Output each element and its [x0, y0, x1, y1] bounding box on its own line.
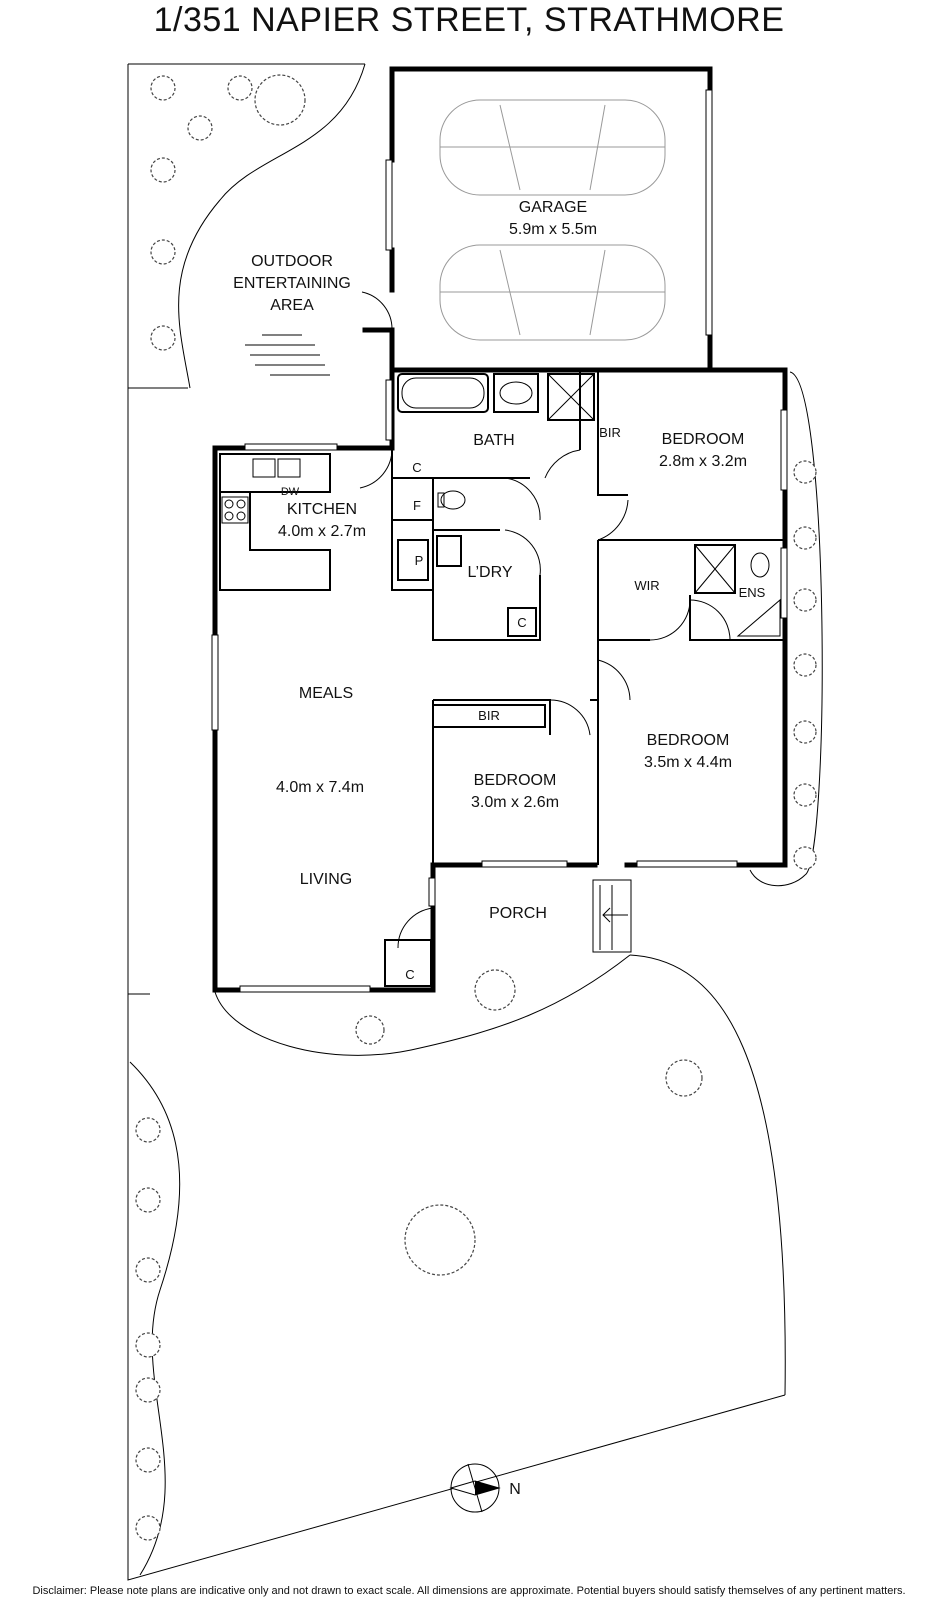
garage-size: 5.9m x 5.5m	[509, 221, 597, 238]
bir-label: BIR	[599, 425, 621, 440]
car-icon	[439, 244, 666, 341]
outdoor-label-2: ENTERTAINING	[233, 275, 351, 292]
garden-curves	[129, 63, 823, 1576]
bedroom-2-label: BEDROOM	[474, 772, 557, 789]
bedroom-2-size: 3.0m x 2.6m	[471, 794, 559, 811]
outdoor-label: OUTDOOR	[251, 253, 333, 270]
living-label: LIVING	[300, 871, 352, 888]
laundry-cupboard-label: C	[517, 615, 526, 630]
compass-icon	[449, 1463, 501, 1513]
porch-steps	[592, 879, 632, 953]
doors	[359, 447, 731, 949]
bedroom-3-size: 3.5m x 4.4m	[644, 754, 732, 771]
bath-label: BATH	[473, 432, 514, 449]
laundry-label: L’DRY	[467, 564, 512, 581]
garage	[361, 66, 713, 373]
porch-label: PORCH	[489, 905, 547, 922]
wir-label: WIR	[634, 578, 659, 593]
shower-icon	[694, 544, 736, 594]
property-boundary	[127, 63, 786, 1581]
kitchen-size: 4.0m x 2.7m	[278, 523, 366, 540]
laundry-tub-icon	[436, 535, 462, 567]
fixtures	[219, 373, 781, 987]
compass-label: N	[509, 1481, 521, 1498]
basin-icon	[736, 598, 781, 637]
basin-icon	[499, 381, 533, 405]
toilet-icon	[440, 490, 466, 510]
kitchen-label: KITCHEN	[287, 501, 357, 518]
toilet-icon	[750, 552, 770, 578]
outdoor-label-3: AREA	[270, 297, 314, 314]
pantry-label: P	[415, 553, 424, 568]
disclaimer: Disclaimer: Please note plans are indica…	[32, 1585, 906, 1597]
plants	[135, 74, 817, 1541]
paving-hatch	[245, 334, 330, 376]
bedroom-1-size: 2.8m x 3.2m	[659, 453, 747, 470]
porch-cupboard-label: C	[405, 967, 414, 982]
page-title: 1/351 NAPIER STREET, STRATHMORE	[153, 1, 785, 39]
garage-label: GARAGE	[519, 199, 587, 216]
bedroom-1-label: BEDROOM	[662, 431, 745, 448]
bathtub-icon	[397, 373, 489, 413]
dw-label: DW	[281, 486, 300, 498]
living-size: 4.0m x 7.4m	[276, 779, 364, 796]
shower-icon	[547, 373, 595, 421]
ensuite-label: ENS	[739, 585, 766, 600]
meals-label: MEALS	[299, 685, 353, 702]
cooktop-icon	[221, 496, 249, 524]
car-icon	[439, 99, 666, 196]
sink-icon	[252, 458, 276, 478]
bedroom-3-label: BEDROOM	[647, 732, 730, 749]
bir-label-2: BIR	[478, 708, 500, 723]
fridge-label: F	[413, 498, 421, 513]
cupboard-label: C	[412, 460, 421, 475]
